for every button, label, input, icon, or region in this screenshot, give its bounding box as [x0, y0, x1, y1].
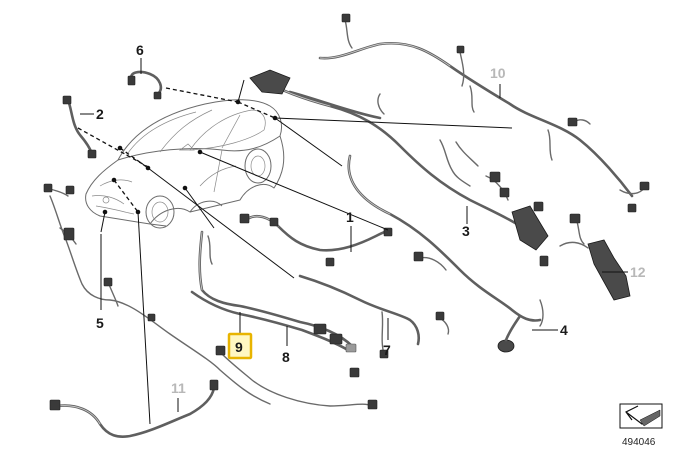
reference-box: 494046	[619, 403, 663, 448]
harness-2[interactable]	[62, 95, 97, 159]
harness-1[interactable]	[239, 213, 393, 267]
car-outline	[85, 99, 285, 229]
harness-7[interactable]	[298, 274, 450, 359]
callout-labels: 1 2 3 4 5 6 7 8 9 10 11 12	[96, 42, 646, 396]
callout-9[interactable]: 9	[235, 339, 243, 355]
harness-9[interactable]	[215, 345, 378, 410]
car-location-markers	[77, 87, 278, 215]
callout-5[interactable]: 5	[96, 315, 104, 331]
leader-lines	[80, 58, 628, 425]
harness-10[interactable]	[318, 13, 650, 213]
callout-9-highlight	[227, 332, 253, 360]
callout-10[interactable]: 10	[490, 65, 506, 81]
reference-number: 494046	[622, 437, 656, 448]
harness-5[interactable]	[43, 183, 271, 405]
harness-6[interactable]	[127, 70, 163, 100]
callout-4[interactable]: 4	[560, 322, 568, 338]
harness-11[interactable]	[49, 379, 219, 438]
callout-7[interactable]: 7	[383, 342, 391, 358]
harness-3[interactable]	[249, 69, 549, 267]
callout-2[interactable]: 2	[96, 106, 104, 122]
callout-3[interactable]: 3	[462, 223, 470, 239]
callout-6[interactable]: 6	[136, 42, 144, 58]
harness-12[interactable]	[559, 213, 631, 301]
callout-11[interactable]: 11	[171, 380, 186, 396]
callout-1[interactable]: 1	[346, 209, 354, 225]
reference-plate-icon	[639, 409, 661, 427]
callout-8[interactable]: 8	[282, 349, 290, 365]
callout-12[interactable]: 12	[630, 264, 646, 280]
harness-8[interactable]	[190, 230, 360, 378]
harness-4[interactable]	[347, 154, 544, 353]
